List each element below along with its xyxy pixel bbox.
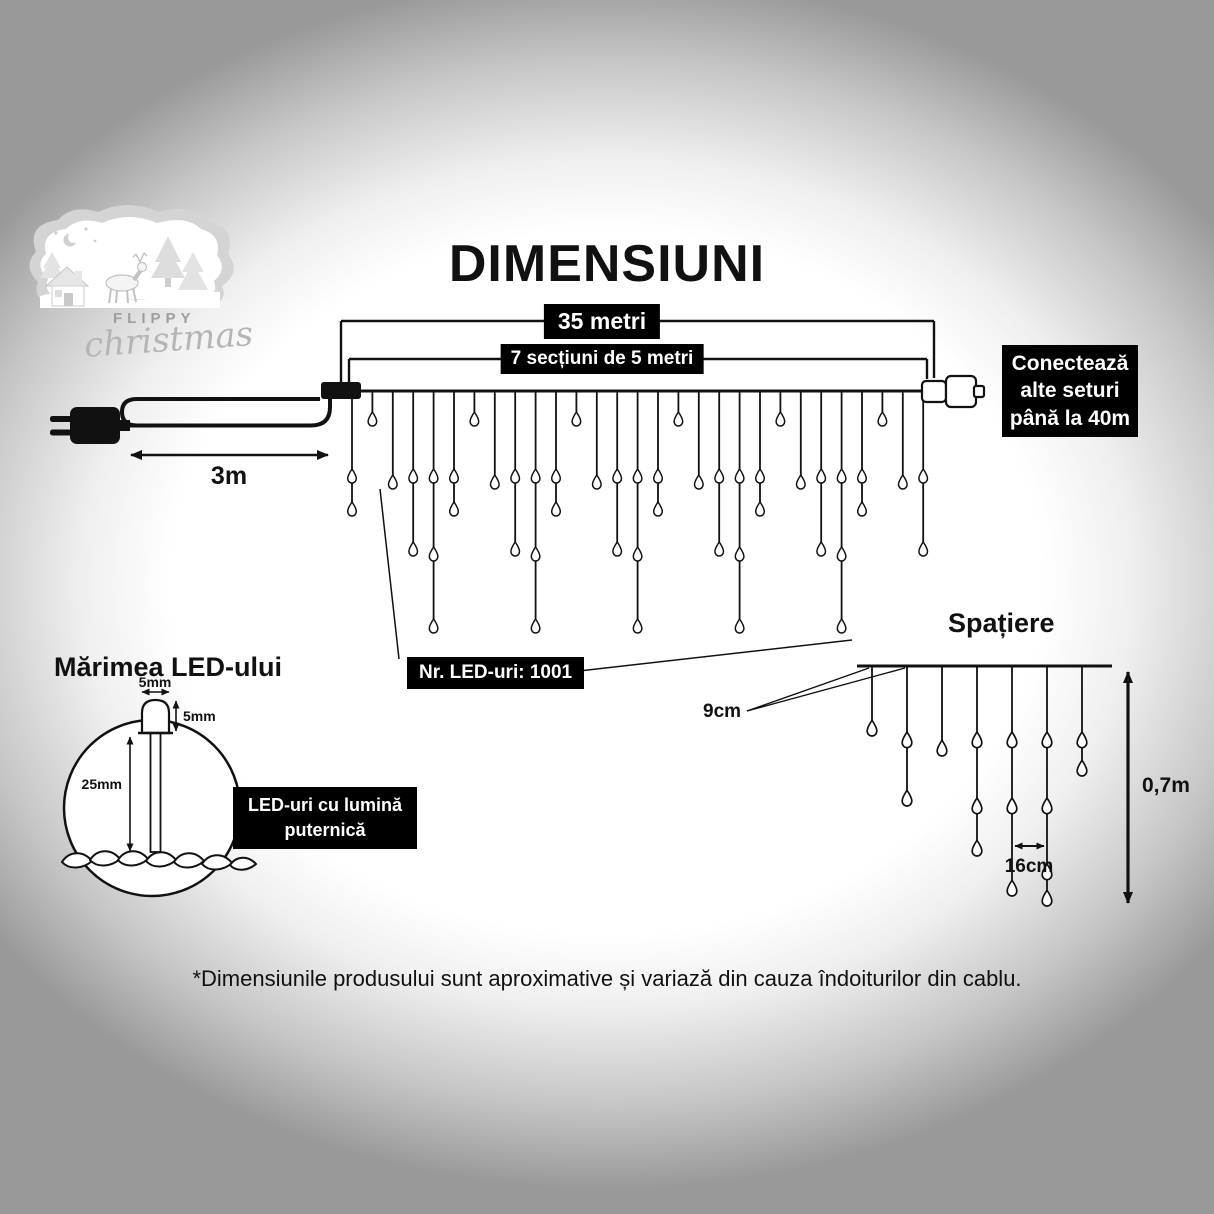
logo-cloud-front — [40, 217, 222, 299]
total-length-label: 35 metri — [543, 304, 661, 339]
twisted-cable — [60, 850, 258, 871]
drop-gap-label: 9cm — [703, 701, 742, 722]
led-body-length-label: 25mm — [81, 776, 122, 792]
led-cap-width-label: 5mm — [138, 674, 172, 690]
power-plug-icon — [50, 407, 130, 444]
drop-height-label: 0,7m — [1142, 774, 1190, 797]
led-count-box: Nr. LED-uri: 1001 — [407, 657, 585, 689]
led-size-heading: Mărimea LED-ului — [54, 652, 283, 682]
led-note-box: LED-uri cu lumină puternică — [233, 787, 417, 850]
connect-note-box: Conectează alte seturi până la 40m — [1002, 345, 1138, 437]
logo-brand-text: FLIPPY — [113, 310, 196, 327]
logo-reindeer — [105, 252, 148, 304]
star-icon — [54, 231, 58, 235]
footnote: *Dimensiunile produsului sunt aproximati… — [192, 966, 1022, 991]
logo-house — [44, 266, 90, 307]
logo-trees — [40, 236, 208, 290]
logo-illustration — [29, 205, 234, 308]
lead-cable — [119, 397, 332, 428]
led-count-pointers — [379, 488, 853, 672]
spacing-heading: Spațiere — [948, 608, 1055, 638]
led-bulb-drawing — [138, 698, 173, 853]
lead-length-label: 3m — [210, 462, 248, 490]
icicle-light-curtain — [346, 391, 929, 634]
star-icon — [93, 239, 97, 243]
led-dimension-arrows — [126, 688, 180, 852]
page-title: DIMENSIUNI — [448, 235, 766, 293]
sections-label: 7 secțiuni de 5 metri — [500, 344, 704, 374]
led-cap-height-label: 5mm — [183, 708, 216, 724]
spacing-gap-pointers — [746, 667, 906, 712]
logo-snow — [40, 291, 220, 308]
left-connector — [321, 382, 361, 399]
star-icon — [84, 227, 88, 231]
right-connector — [920, 374, 986, 409]
led-gap-label: 16cm — [1004, 856, 1054, 877]
spacing-curtain — [866, 666, 1088, 907]
